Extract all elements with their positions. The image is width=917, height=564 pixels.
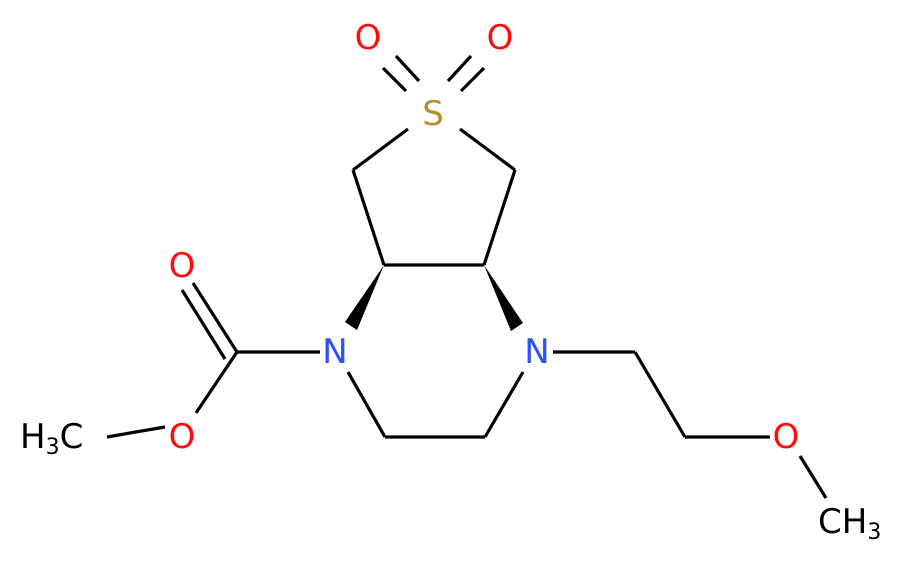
bond-o-ch3-ether (798, 455, 828, 499)
atom-o-ether: O (773, 417, 800, 457)
bond-c3-n4 (483, 371, 525, 438)
bond-c-o-double-1 (191, 282, 239, 353)
atom-o-sulfonyl-left: O (355, 18, 382, 58)
bond-s-o-right-1 (459, 66, 486, 93)
wedge-bond-left (345, 265, 384, 330)
bonds (106, 54, 828, 499)
bond-n1-c2 (346, 371, 387, 438)
atom-n-right: N (524, 332, 549, 372)
bond-ch2-c4a (351, 169, 386, 266)
atom-n-left: N (322, 332, 347, 372)
bond-s-ch2-left (352, 127, 409, 172)
bond-c-o-double-2 (180, 289, 227, 360)
methyl-ester-label: H3C (20, 417, 83, 460)
atom-o-ester: O (169, 417, 196, 457)
wedge-bond-right (484, 265, 523, 331)
atom-o-carbonyl: O (169, 246, 196, 286)
bond-s-ch2-right (459, 127, 516, 172)
bond-s-o-left-2 (394, 54, 421, 83)
atom-sulfur: S (422, 94, 444, 134)
bond-c-o-ester (194, 351, 239, 414)
methyl-ether-label: CH3 (818, 502, 881, 545)
bond-ch2-c7a (482, 169, 517, 266)
bond-s-o-right-2 (446, 54, 473, 83)
atom-o-sulfonyl-right: O (487, 18, 514, 58)
bond-o-ch3 (106, 425, 166, 439)
atom-labels: O O S N N O O O H3C CH3 (20, 18, 881, 545)
bond-s-o-left-1 (381, 66, 408, 93)
bond-ch2-ch2 (633, 351, 687, 438)
